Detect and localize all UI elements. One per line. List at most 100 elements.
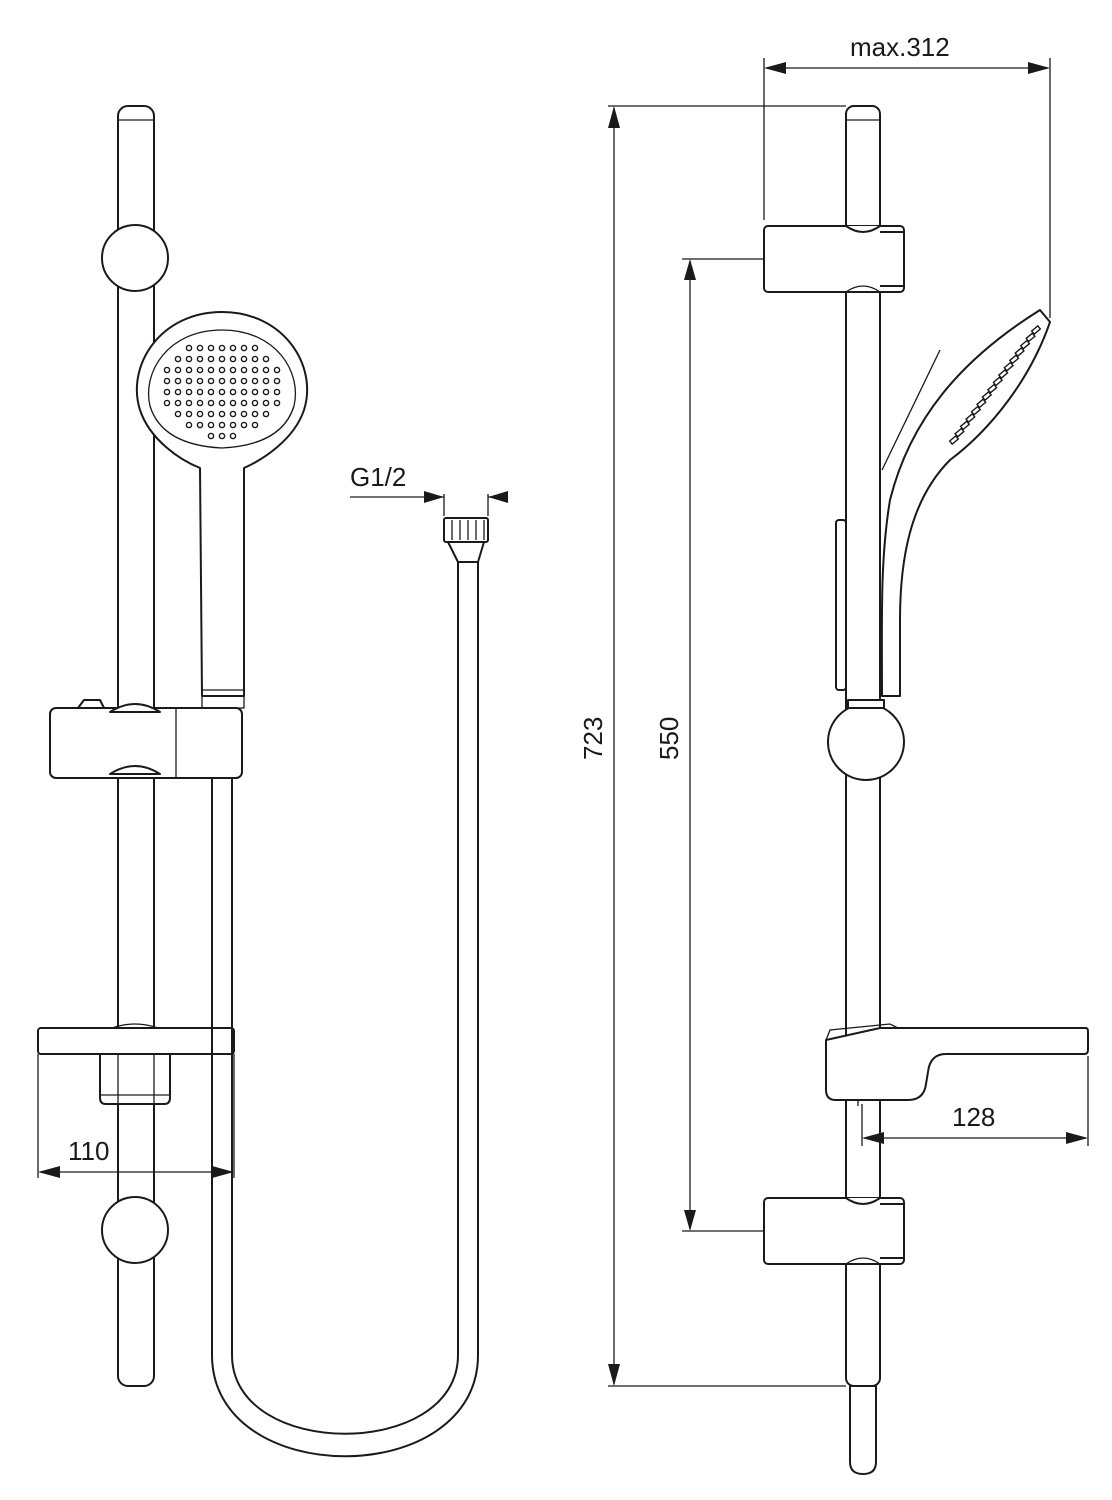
- nozzle: [251, 399, 259, 407]
- nozzle: [196, 388, 204, 396]
- nozzle: [240, 410, 248, 418]
- nozzle: [262, 399, 270, 407]
- dim-128: 128: [861, 1056, 1089, 1146]
- nozzle: [174, 399, 182, 407]
- nozzle: [174, 355, 182, 363]
- nozzle: [196, 410, 204, 418]
- nozzle: [196, 355, 204, 363]
- side-nozzle: [959, 420, 971, 431]
- nozzle: [185, 388, 193, 396]
- nozzle: [240, 366, 248, 374]
- side-nozzle: [1025, 332, 1036, 343]
- nozzle: [163, 366, 171, 374]
- nozzle: [207, 399, 215, 407]
- nozzle: [251, 421, 259, 429]
- nozzle: [240, 377, 248, 385]
- nozzle: [218, 432, 226, 440]
- nozzle: [251, 355, 259, 363]
- nozzle: [218, 388, 226, 396]
- side-hand-shower: [835, 309, 1051, 697]
- dim-550-label: 550: [654, 717, 684, 760]
- front-hose-connector: [443, 517, 489, 563]
- side-nozzle: [1014, 346, 1025, 358]
- nozzle: [174, 377, 182, 385]
- nozzle: [251, 366, 259, 374]
- nozzle: [185, 399, 193, 407]
- nozzle: [218, 366, 226, 374]
- side-rail: [845, 105, 881, 1475]
- side-nozzle: [954, 427, 965, 438]
- dim-max312: max.312: [763, 32, 1051, 318]
- nozzle: [240, 399, 248, 407]
- nozzle: [185, 377, 193, 385]
- nozzle: [229, 399, 237, 407]
- nozzle: [240, 421, 248, 429]
- nozzle: [229, 366, 237, 374]
- nozzle: [196, 377, 204, 385]
- nozzle: [273, 366, 281, 374]
- side-nozzle: [981, 390, 993, 402]
- nozzle: [273, 399, 281, 407]
- side-nozzle: [1019, 339, 1031, 350]
- nozzle: [196, 366, 204, 374]
- side-nozzle: [1003, 361, 1015, 372]
- front-hand-shower: [135, 311, 309, 697]
- front-slider-holder: [49, 695, 245, 779]
- nozzle: [251, 377, 259, 385]
- nozzle: [207, 432, 215, 440]
- front-top-wall-bracket: [101, 224, 169, 292]
- nozzle: [229, 355, 237, 363]
- nozzle: [207, 421, 215, 429]
- nozzle: [240, 344, 248, 352]
- nozzle: [163, 388, 171, 396]
- dim-g12: G1/2: [350, 462, 508, 516]
- dim-110: 110: [37, 1054, 235, 1178]
- nozzle: [185, 344, 193, 352]
- nozzle: [185, 410, 193, 418]
- side-nozzle: [997, 368, 1009, 380]
- nozzle: [196, 344, 204, 352]
- dim-g12-label: G1/2: [350, 462, 406, 492]
- side-nozzle: [975, 398, 987, 409]
- nozzle: [207, 377, 215, 385]
- nozzle: [229, 344, 237, 352]
- dim-723: 723: [578, 105, 846, 1387]
- nozzle: [229, 421, 237, 429]
- side-bottom-bracket: [763, 1197, 905, 1265]
- dim-128-label: 128: [952, 1102, 995, 1132]
- nozzle: [262, 388, 270, 396]
- nozzle: [240, 355, 248, 363]
- nozzle: [218, 399, 226, 407]
- nozzle: [185, 421, 193, 429]
- nozzle: [262, 366, 270, 374]
- nozzle: [174, 366, 182, 374]
- nozzle: [207, 388, 215, 396]
- nozzle: [174, 388, 182, 396]
- front-hose-outer: [211, 561, 479, 1458]
- nozzle: [251, 388, 259, 396]
- nozzle: [218, 344, 226, 352]
- nozzle: [174, 410, 182, 418]
- nozzle: [196, 421, 204, 429]
- nozzle: [262, 377, 270, 385]
- nozzle: [218, 377, 226, 385]
- side-nozzle: [1008, 354, 1020, 365]
- nozzle: [185, 355, 193, 363]
- nozzle: [207, 355, 215, 363]
- nozzle: [207, 344, 215, 352]
- nozzle: [218, 355, 226, 363]
- side-nozzle: [948, 434, 960, 446]
- side-nozzle-row: [948, 324, 1042, 446]
- nozzle: [262, 355, 270, 363]
- nozzle: [207, 410, 215, 418]
- side-slider-holder: [827, 699, 905, 781]
- front-nozzle-field: [163, 344, 281, 440]
- nozzle: [229, 388, 237, 396]
- front-hose-inner: [231, 561, 459, 1435]
- side-nozzle: [1030, 324, 1042, 336]
- side-nozzle: [970, 405, 982, 416]
- nozzle: [262, 410, 270, 418]
- dim-110-label: 110: [68, 1136, 109, 1166]
- nozzle: [240, 388, 248, 396]
- nozzle: [218, 410, 226, 418]
